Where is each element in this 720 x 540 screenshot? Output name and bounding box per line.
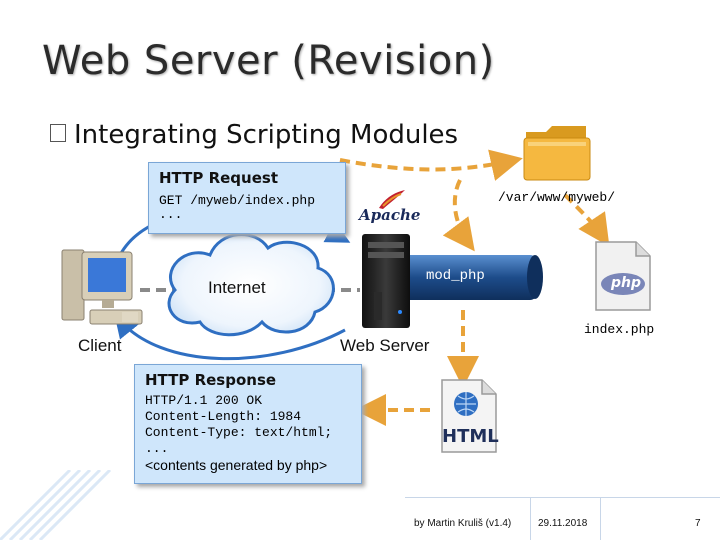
response-line-3: Content-Type: text/html; [145,425,333,440]
folder-icon [523,126,591,181]
request-title: HTTP Request [159,169,278,187]
client-label: Client [78,336,122,355]
response-line-5: <contents generated by php> [145,457,328,473]
http-request-box: HTTP Request GET /myweb/index.php ... [148,162,346,234]
arrow-folder-to-server [442,179,475,252]
php-icon-text: php [611,275,642,291]
arrow-response-flow [114,313,346,361]
path-label: /var/www/myweb/ [498,190,616,205]
bullet-text: Integrating Scripting Modules [74,120,459,150]
apache-logo: Apache [355,188,425,228]
file-label: index.php [584,322,655,337]
bullet-icon [50,123,66,142]
request-line-2: ... [159,207,183,222]
module-label: mod_php [426,268,485,284]
php-file-icon: php [594,240,652,312]
apache-text: Apache [359,206,421,224]
computer-icon [61,249,143,325]
web-server-label: Web Server [340,336,430,355]
footer-divider-1 [530,497,531,540]
footer-page-number: 7 [695,518,701,529]
footer-author: by Martin Kruliš (v1.4) [414,518,512,529]
footer-decoration [0,470,112,540]
slide-title: Web Server (Revision) [42,38,495,84]
response-line-2: Content-Length: 1984 [145,409,302,424]
html-file-icon: HTML [436,378,502,454]
response-line-1: HTTP/1.1 200 OK [145,393,263,408]
bullet-item: Integrating Scripting Modules [50,120,458,150]
server-icon [362,234,410,328]
http-response-box: HTTP Response HTTP/1.1 200 OK Content-Le… [134,364,362,484]
footer-divider-2 [600,497,601,540]
response-line-4: ... [145,441,169,456]
footer-date: 29.11.2018 [538,518,588,529]
arrow-to-folder [339,149,523,181]
response-title: HTTP Response [145,371,277,389]
html-icon-text: HTML [442,426,499,447]
request-line-1: GET /myweb/index.php [159,193,316,208]
internet-label: Internet [208,278,266,297]
footer-line [405,497,720,498]
